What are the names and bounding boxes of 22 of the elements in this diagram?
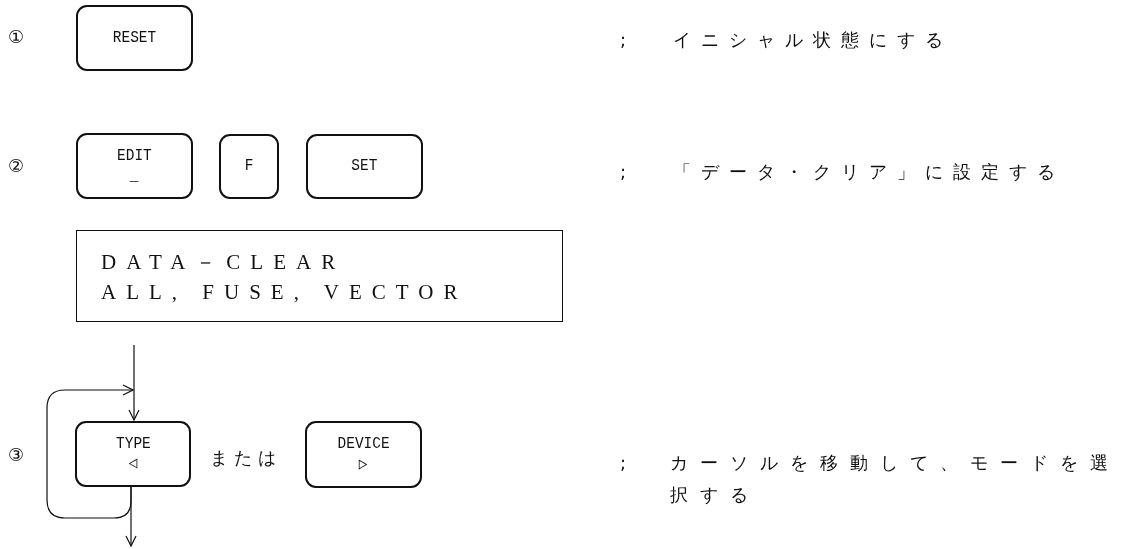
step-number: ① <box>8 25 26 49</box>
step-number: ③ <box>8 443 26 467</box>
separator: ; <box>620 28 628 52</box>
arrow <box>46 384 134 519</box>
separator: ; <box>620 160 628 184</box>
arrow <box>125 486 137 547</box>
key-button: F <box>219 134 279 199</box>
arrow <box>128 344 140 421</box>
step-description: カーソルを移動して、モードを選択する <box>670 451 1121 507</box>
separator: ; <box>620 451 628 475</box>
step-number: ② <box>8 154 26 178</box>
step-description: イニシャル状態にする <box>673 28 954 52</box>
step-description: 「データ・クリア」に設定する <box>673 160 1066 184</box>
key-button: TYPE ◁ <box>75 421 191 487</box>
key-button: DEVICE ▷ <box>305 421 422 488</box>
key-button: EDIT _ <box>76 133 193 199</box>
connecting-word: または <box>210 446 283 470</box>
key-button: RESET <box>76 5 193 71</box>
display-panel <box>76 230 563 322</box>
key-button: SET <box>306 134 423 199</box>
display-text: DATA－CLEAR <box>101 249 347 276</box>
display-text: ALL, FUSE, VECTOR <box>101 279 469 306</box>
